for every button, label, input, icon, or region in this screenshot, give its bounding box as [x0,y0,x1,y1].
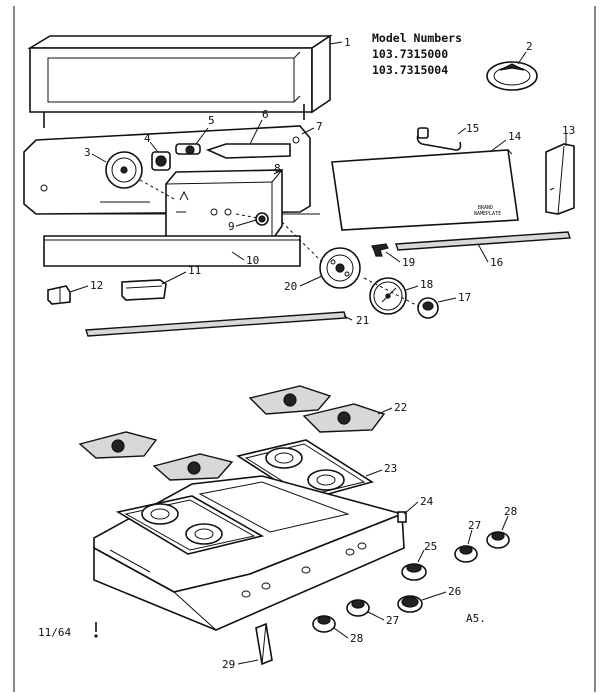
assembly-line [363,277,419,307]
callout-6: 6 [262,108,269,121]
callout-3: 3 [84,146,91,159]
part-dial-20 [319,247,361,289]
callout-7: 7 [316,120,323,133]
callout-11: 11 [188,264,201,277]
part-knob-17 [417,297,439,319]
callout-23: 23 [384,462,397,475]
callout-26: 26 [448,585,461,598]
callout-27-lower: 27 [386,614,399,627]
callout-12: 12 [90,279,103,292]
part-clock [105,151,143,189]
part-bracket-29 [255,622,273,666]
part-knob-27-upper [454,545,478,563]
footer-date: 11/64 [38,626,71,639]
part-pin-19 [371,243,389,257]
part-switch [151,151,171,171]
callout-28-lower: 28 [350,632,363,645]
part-grates-22 [78,385,386,481]
callout-15: 15 [466,122,479,135]
callout-25: 25 [424,540,437,553]
callout-27-upper: 27 [468,519,481,532]
model-number-2: 103.7315004 [372,63,448,77]
part-control-box [165,169,283,245]
part-burner-tray-right [235,439,374,501]
part-burner-tray-left [115,495,265,555]
callout-17: 17 [458,291,471,304]
callout-21: 21 [356,314,369,327]
callout-18: 18 [420,278,433,291]
part-knob-27-lower [346,599,370,617]
callout-1: 1 [344,36,351,49]
callout-8: 8 [274,162,281,175]
part-knob-25 [401,563,427,581]
model-number-1: 103.7315000 [372,47,448,61]
part-front-strip [43,235,301,267]
part-knob-26 [397,595,423,613]
callout-13: 13 [562,124,575,137]
model-numbers-title: Model Numbers [372,31,462,45]
callout-24: 24 [420,495,434,508]
part-back-guard [27,34,333,128]
part-rod-16 [395,231,571,251]
footer-dot [94,634,98,638]
part-knob-28-upper [486,531,510,549]
assembly-line [235,213,259,219]
footer-code: A5. [466,612,486,625]
callout-10: 10 [246,254,259,267]
callout-9: 9 [228,220,235,233]
part-nameplate-panel: BRAND NAMEPLATE [331,149,519,231]
callout-28-upper: 28 [504,505,517,518]
callout-16: 16 [490,256,503,269]
part-light [175,143,201,155]
part-bracket-11 [121,279,167,301]
part-rod-21 [85,311,347,337]
callout-19: 19 [402,256,415,269]
part-clip-15 [416,127,462,151]
part-knob-28-lower [312,615,336,633]
nameplate-label-2: NAMEPLATE [474,211,501,217]
leader-lines [69,41,567,665]
callout-5: 5 [208,114,215,127]
callout-29: 29 [222,658,235,671]
nameplate-label-1: BRAND [478,205,493,211]
callout-2: 2 [526,40,533,53]
callout-14: 14 [508,130,522,143]
part-side-plate [545,143,575,215]
part-ring [486,61,538,91]
callout-20: 20 [284,280,297,293]
callout-22: 22 [394,401,407,414]
assembly-line [139,179,177,201]
callout-4: 4 [144,132,151,145]
part-clip-12 [47,285,71,305]
